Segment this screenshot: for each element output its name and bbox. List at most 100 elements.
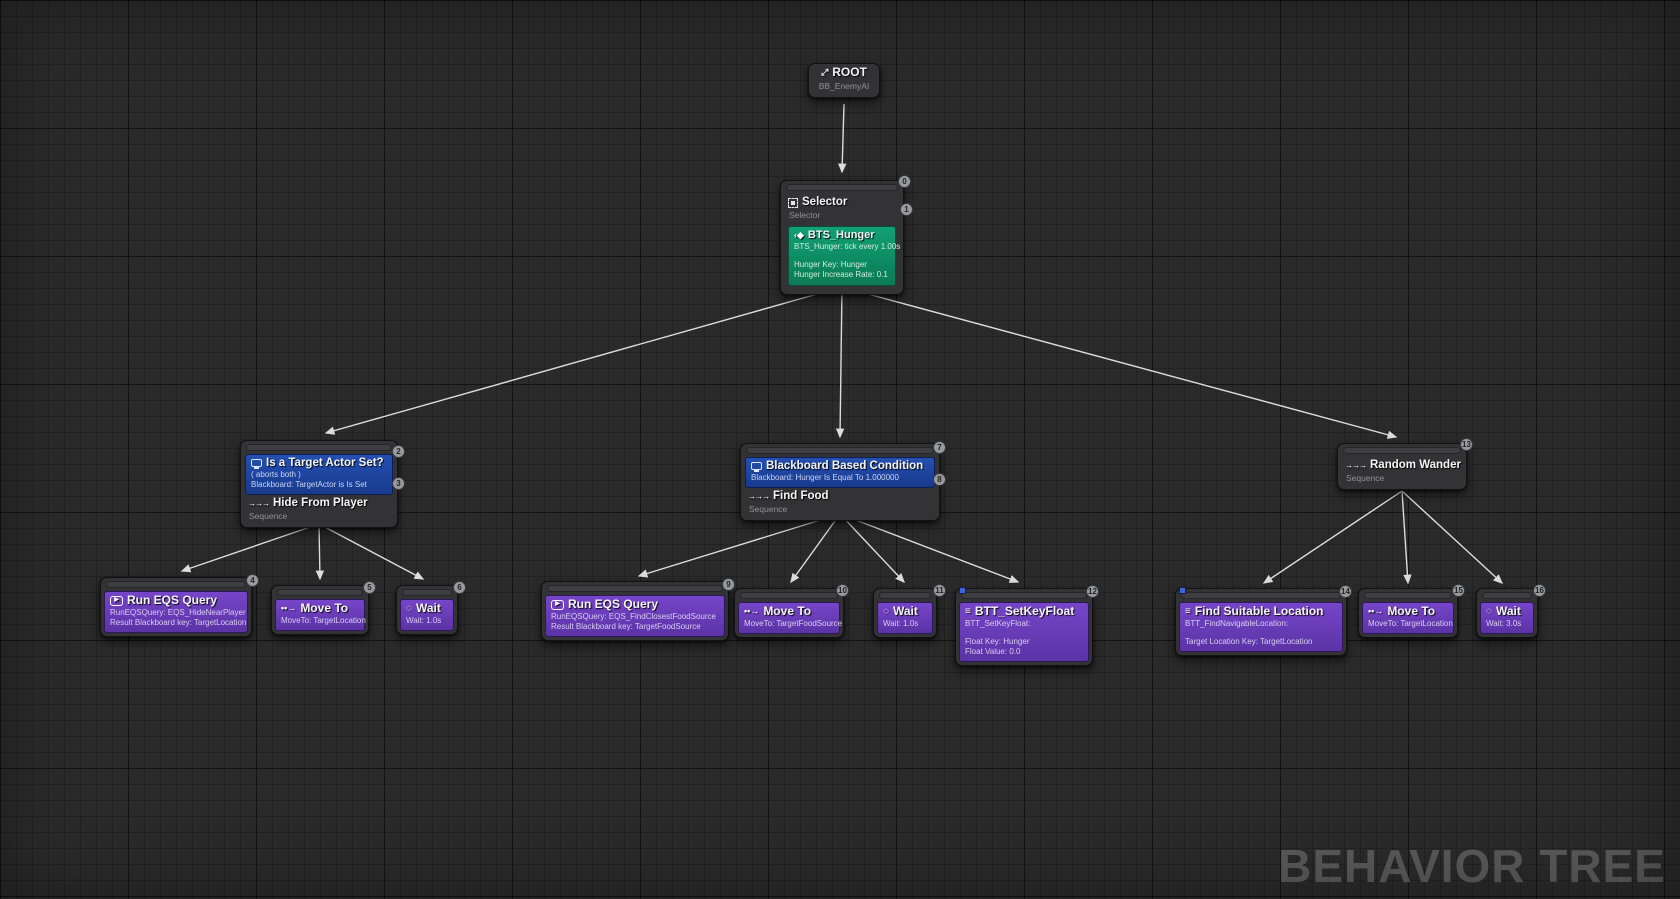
task-node-move-to[interactable]: ••→ Move To MoveTo: TargetLocation 5 — [271, 581, 376, 635]
wait-icon: ◌ — [406, 602, 412, 614]
sequence-icon: →→→ — [1345, 460, 1367, 471]
sequence-icon: →→→ — [248, 498, 270, 509]
execution-index-badge: 4 — [246, 574, 259, 587]
run-eqs-query-icon: ▶ — [110, 595, 123, 606]
node-title: Wait — [415, 601, 441, 615]
task-node-wait[interactable]: ◌ Wait Wait: 1.0s 6 — [396, 581, 466, 635]
node-tab — [740, 592, 838, 599]
random-wander-node[interactable]: →→→ Random Wander Sequence 13 — [1337, 438, 1473, 491]
node-title: BTT_SetKeyFloat — [974, 604, 1075, 618]
task-detail: MoveTo: TargetLocation — [281, 615, 366, 625]
execution-index-badge: 5 — [363, 581, 376, 594]
decorator-blackboard-based-condition[interactable]: Blackboard Based Condition Blackboard: H… — [745, 457, 935, 489]
blueprint-task-indicator — [959, 587, 966, 594]
task-node-move-to[interactable]: ••→ Move To MoveTo: TargetLocation 15 — [1358, 584, 1465, 638]
task-detail: Float Key: Hunger — [965, 636, 1030, 646]
node-subtitle: BB_EnemyAI — [818, 80, 870, 91]
blueprint-task-indicator — [1179, 587, 1186, 594]
task-detail: Wait: 1.0s — [406, 615, 442, 625]
behavior-tree-watermark: BEHAVIOR TREE — [1278, 840, 1666, 892]
task-node-wait[interactable]: ◌ Wait Wait: 1.0s 11 — [873, 584, 946, 638]
task-node-find-suitable-location[interactable]: ≡ Find Suitable Location BTT_FindNavigab… — [1175, 585, 1352, 656]
node-tab — [1343, 447, 1461, 454]
decorator-is-target-actor-set[interactable]: Is a Target Actor Set? ( aborts both ) B… — [245, 454, 393, 496]
node-title: ROOT — [832, 65, 867, 79]
task-detail: Result Blackboard key: TargetFoodSource — [551, 621, 701, 631]
node-title: Random Wander — [1370, 459, 1461, 471]
execution-index-badge: 0 — [898, 175, 911, 188]
task-node-run-eqs-query[interactable]: ▶ Run EQS Query RunEQSQuery: EQS_FindClo… — [541, 578, 735, 641]
task-node-btt-set-key-float[interactable]: ≡ BTT_SetKeyFloat BTT_SetKeyFloat: Float… — [955, 585, 1099, 666]
node-title: Wait — [892, 604, 918, 618]
node-subtitle: Sequence — [249, 511, 288, 522]
node-tab — [1482, 592, 1532, 599]
task-detail: Wait: 3.0s — [1486, 618, 1522, 628]
decorator-blackboard-text: Blackboard: Hunger Is Equal To 1.000000 — [751, 473, 899, 483]
node-title: Move To — [300, 601, 349, 615]
node-tab — [547, 585, 723, 592]
node-title: Wait — [1495, 604, 1521, 618]
execution-index-badge: 10 — [836, 584, 849, 597]
execution-index-badge: 8 — [933, 473, 946, 486]
selector-icon — [788, 197, 798, 208]
node-title: Find Suitable Location — [1194, 604, 1324, 618]
node-title: Move To — [1387, 604, 1436, 618]
node-tab — [786, 184, 898, 191]
service-title: BTS_Hunger — [807, 229, 875, 242]
hide-from-player-node[interactable]: Is a Target Actor Set? ( aborts both ) B… — [240, 440, 405, 529]
sequence-icon: →→→ — [748, 491, 770, 502]
node-title: Run EQS Query — [568, 597, 659, 611]
node-tab — [106, 581, 246, 588]
task-detail: Float Value: 0.0 — [965, 646, 1021, 656]
task-detail: MoveTo: TargetLocation — [1368, 618, 1453, 628]
node-subtitle: Selector — [789, 210, 821, 221]
service-icon: ‹◆ — [794, 230, 804, 241]
task-detail: MoveTo: TargetFoodSource — [744, 618, 843, 628]
node-title: Run EQS Query — [127, 593, 218, 607]
task-detail: RunEQSQuery: EQS_HideNearPlayer — [110, 607, 246, 617]
find-food-node[interactable]: Blackboard Based Condition Blackboard: H… — [740, 441, 946, 522]
execution-index-badge: 9 — [722, 578, 735, 591]
execution-index-badge: 2 — [392, 445, 405, 458]
node-tab — [879, 592, 931, 599]
blackboard-condition-icon — [751, 461, 762, 472]
execution-index-badge: 3 — [392, 477, 405, 490]
execution-index-badge: 7 — [933, 441, 946, 454]
decorator-title: Blackboard Based Condition — [766, 460, 924, 472]
node-tab — [961, 592, 1087, 599]
service-panel-bts-hunger[interactable]: ‹◆ BTS_Hunger BTS_Hunger: tick every 1.0… — [788, 226, 901, 286]
node-subtitle: Sequence — [1346, 473, 1385, 484]
node-tab — [1181, 592, 1341, 599]
execution-index-badge: 15 — [1452, 584, 1465, 597]
task-node-run-eqs-query[interactable]: ▶ Run EQS Query RunEQSQuery: EQS_HideNea… — [100, 574, 259, 637]
decorator-blackboard-text: Blackboard: TargetActor is Is Set — [251, 480, 367, 490]
node-title: Move To — [763, 604, 812, 618]
service-key-text: Hunger Key: Hunger — [794, 259, 867, 269]
node-tab — [246, 444, 392, 451]
execution-index-badge: 14 — [1339, 585, 1352, 598]
root-node[interactable]: ⤢ ROOT BB_EnemyAI — [808, 63, 880, 98]
execution-index-badge: 1 — [900, 203, 913, 216]
move-to-icon: ••→ — [1368, 606, 1384, 617]
service-tick-text: BTS_Hunger: tick every 1.00s — [794, 241, 901, 251]
node-subtitle: Sequence — [749, 504, 788, 515]
task-detail: BTT_SetKeyFloat: — [965, 618, 1031, 628]
wait-icon: ◌ — [1486, 605, 1492, 617]
task-detail: Result Blackboard key: TargetLocation — [110, 617, 247, 627]
decorator-aborts-text: ( aborts both ) — [251, 470, 301, 480]
selector-node[interactable]: Selector Selector ‹◆ BTS_Hunger BTS_Hung… — [780, 175, 913, 295]
run-eqs-query-icon: ▶ — [551, 599, 564, 610]
move-to-icon: ••→ — [281, 603, 297, 614]
node-title: Selector — [802, 196, 848, 208]
node-tab — [402, 589, 452, 596]
task-detail: BTT_FindNavigableLocation: — [1185, 618, 1289, 628]
task-node-move-to[interactable]: ••→ Move To MoveTo: TargetFoodSource 10 — [734, 584, 849, 638]
execution-index-badge: 13 — [1460, 438, 1473, 451]
task-detail: Wait: 1.0s — [883, 618, 919, 628]
wait-icon: ◌ — [883, 605, 889, 617]
node-tab — [277, 589, 363, 596]
task-node-wait[interactable]: ◌ Wait Wait: 3.0s 16 — [1476, 584, 1546, 638]
node-tab — [1364, 592, 1452, 599]
